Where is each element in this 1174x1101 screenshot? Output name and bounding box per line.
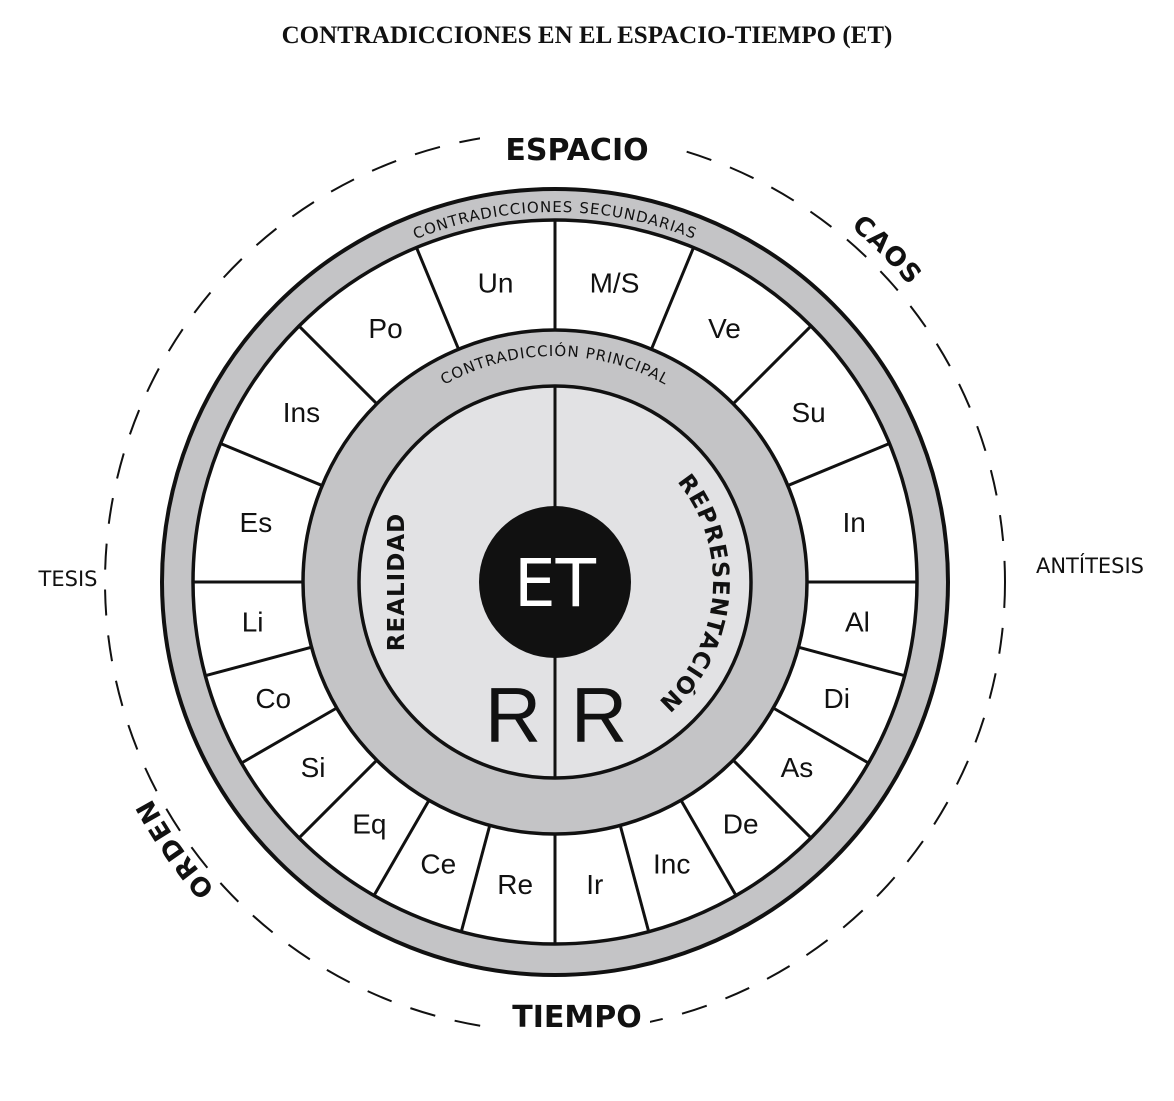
segment-divider (459, 825, 492, 933)
segment-divider (240, 706, 338, 765)
orden-label: ORDEN (130, 793, 220, 904)
segment-label: Un (478, 267, 514, 298)
segment-label: Li (242, 606, 264, 637)
realidad-letter: R (485, 671, 541, 759)
segment-divider (772, 706, 870, 765)
segment-divider (415, 246, 460, 350)
segment-label: Po (368, 313, 402, 344)
segment-divider (297, 324, 378, 405)
segment-divider (618, 825, 651, 933)
segment-label: Ve (708, 313, 741, 344)
segment-label: Co (255, 683, 291, 714)
antitesis-label: ANTÍTESIS (1036, 553, 1144, 578)
segment-divider (372, 799, 431, 897)
segment-label: Eq (352, 808, 386, 839)
segment-label: As (781, 752, 814, 783)
segment-divider (219, 442, 323, 487)
tesis-label: TESIS (38, 567, 98, 591)
segment-label: M/S (590, 267, 640, 298)
segment-label: Ir (586, 869, 603, 900)
realidad-label: REALIDAD (384, 513, 410, 651)
et-core-circle (479, 506, 631, 658)
segment-divider (732, 324, 813, 405)
segment-label: Si (301, 752, 326, 783)
segment-divider (732, 759, 813, 840)
et-core-label: ET (514, 545, 597, 622)
diagram-title: CONTRADICCIONES EN EL ESPACIO-TIEMPO (ET… (281, 22, 893, 49)
segment-divider (204, 645, 312, 678)
segment-divider (297, 759, 378, 840)
segment-label: Ce (420, 848, 456, 879)
representacion-letter: R (571, 671, 627, 759)
segment-label: Ins (283, 397, 320, 428)
segment-label: Es (240, 507, 273, 538)
segment-label: Inc (653, 848, 690, 879)
segment-label: Al (845, 606, 870, 637)
segment-label: Re (497, 869, 533, 900)
segment-label: Su (791, 397, 825, 428)
espacio-label: ESPACIO (505, 133, 648, 168)
segment-divider (787, 442, 891, 487)
segment-divider (679, 799, 738, 897)
segment-label: De (723, 808, 759, 839)
segment-divider (650, 246, 695, 350)
tiempo-label: TIEMPO (512, 1000, 641, 1035)
segment-label: In (842, 507, 865, 538)
segment-divider (798, 645, 906, 678)
segment-label: Di (824, 683, 850, 714)
